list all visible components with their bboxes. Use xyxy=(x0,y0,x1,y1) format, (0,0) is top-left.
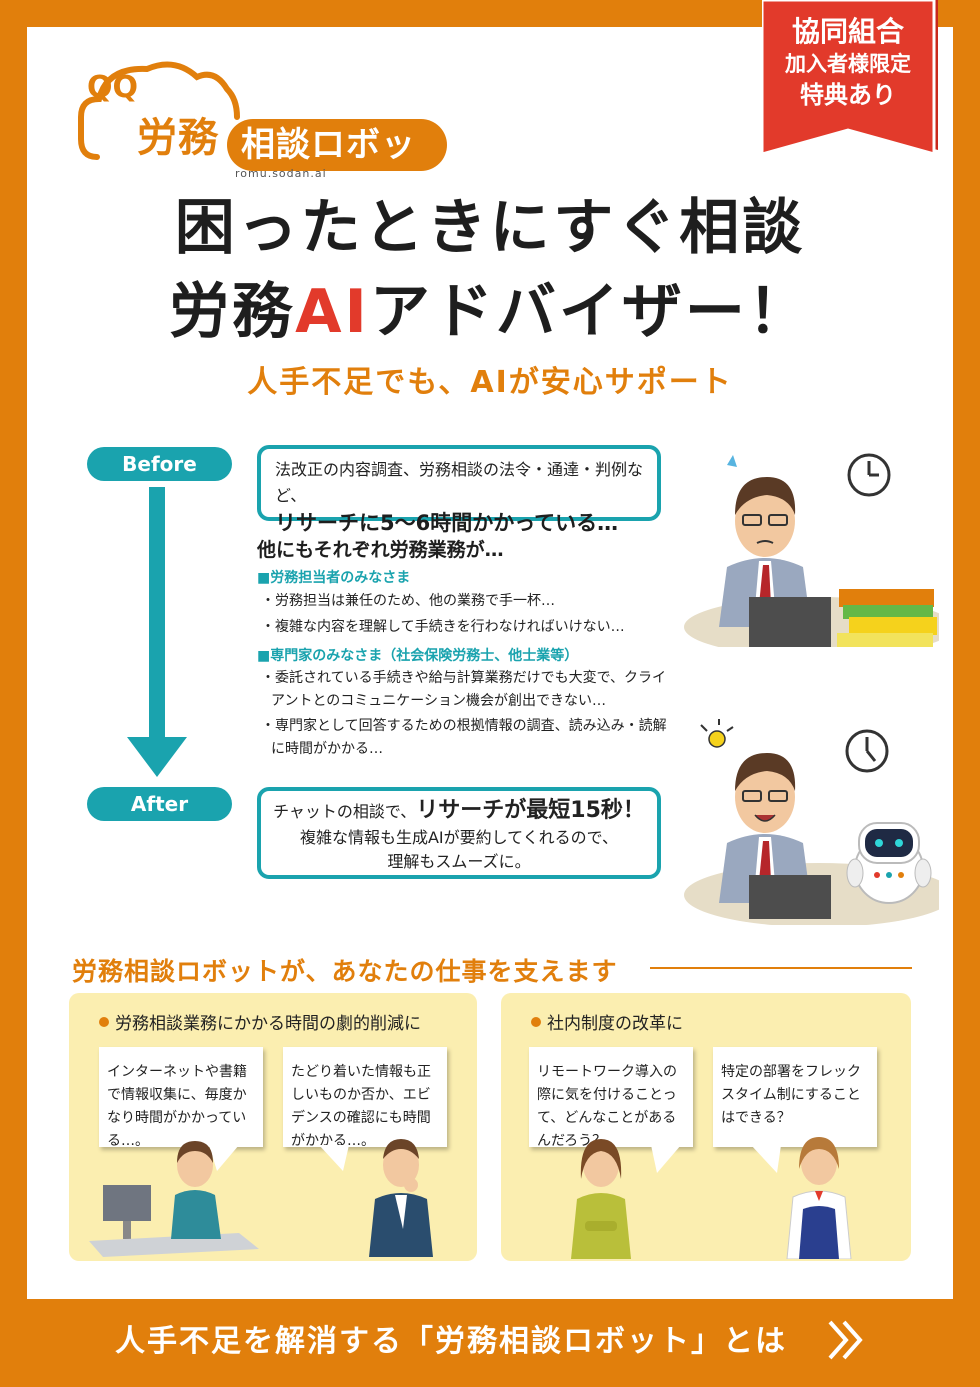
logo-domain: romu.sodan.ai xyxy=(235,167,327,180)
speech-tail xyxy=(319,1145,349,1171)
ribbon-line-2: 加入者様限定 xyxy=(785,52,911,76)
bullet-dot-icon xyxy=(531,1017,541,1027)
panel-heading-text: 社内制度の改革に xyxy=(547,1014,683,1034)
staff-illustration xyxy=(571,1137,852,1259)
headline-line-2-post: アドバイザー！ xyxy=(369,277,811,347)
after-label: After xyxy=(87,787,232,821)
panel-policy-reform: 社内制度の改革に リモートワーク導入の際に気を付けることって、どんなことがあるん… xyxy=(501,993,911,1261)
ribbon-shape xyxy=(762,0,938,156)
speech-bubble: たどり着いた情報も正しいものか否か、エビデンスの確認にも時間がかかる…。 xyxy=(283,1047,447,1149)
after-bubble: チャットの相談で、リサーチが最短15秒！ 複雑な情報も生成AIが要約してくれるの… xyxy=(257,787,661,879)
after-line-1: チャットの相談で、リサーチが最短15秒！ xyxy=(271,797,647,826)
clock-icon xyxy=(847,453,891,497)
subheadline: 人手不足でも、AIが安心サポート xyxy=(247,365,733,400)
light-bulb-icon xyxy=(700,719,734,748)
after-line-2: 複雑な情報も生成AIが要約してくれるので、 xyxy=(299,828,619,847)
logo-cloud-icon: QQ xyxy=(78,61,240,160)
svg-text:QQ: QQ xyxy=(87,70,138,105)
panel-time-reduction: 労務相談業務にかかる時間の劇的削減に インターネットや書籍で情報収集に、毎度かな… xyxy=(69,993,477,1261)
robot-icon xyxy=(846,822,932,904)
after-line-1-strong: リサーチが最短15秒！ xyxy=(416,798,645,823)
logo: QQ 労務 相談ロボット romu.sodan.ai xyxy=(67,47,447,217)
panel-heading: 労務相談業務にかかる時間の劇的削減に xyxy=(99,1009,421,1034)
before-line-1: 法改正の内容調査、労務相談の法令・通達・判例など、 xyxy=(275,460,644,505)
group-title-experts: ■専門家のみなさま（社会保険労務士、他士業等） xyxy=(257,648,579,664)
list-item: ・労務担当は兼任のため、他の業務で手一杯… xyxy=(261,593,555,609)
before-label: Before xyxy=(87,447,232,481)
bullet-dot-icon xyxy=(99,1017,109,1027)
clock-icon xyxy=(845,729,889,773)
footer-cta-text[interactable]: 人手不足を解消する「労務相談ロボット」とは xyxy=(115,1324,787,1359)
panel-heading-text: 労務相談業務にかかる時間の劇的削減に xyxy=(115,1014,421,1034)
down-arrow-icon xyxy=(127,487,187,777)
office-workers-illustration xyxy=(89,1139,433,1257)
speech-bubble: インターネットや書籍で情報収集に、毎度かなり時間がかかっている…。 xyxy=(99,1047,263,1149)
after-line-3: 理解もスムーズに。 xyxy=(387,852,531,871)
before-line-2: リサーチに5〜6時間かかっている… xyxy=(275,511,619,535)
other-tasks-title: 他にもそれぞれ労務業務が… xyxy=(257,539,504,561)
logo-word-romu: 労務 xyxy=(137,115,219,161)
headline-line-2-accent: AI xyxy=(295,277,370,347)
list-item: ・専門家として回答するための根拠情報の調査、読み込み・読解に時間がかかる… xyxy=(261,718,667,757)
list-item: ・委託されている手続きや給与計算業務だけでも大変で、クライアントとのコミュニケー… xyxy=(261,670,667,709)
logo-word-sodan-robot: 相談ロボット xyxy=(227,119,447,217)
happy-worker-robot-illustration xyxy=(684,719,939,925)
member-benefit-ribbon: 協同組合 加入者様限定 特典あり xyxy=(762,0,942,185)
ribbon-line-1: 協同組合 xyxy=(791,15,904,48)
double-chevron-right-icon[interactable] xyxy=(826,1318,866,1362)
speech-tail xyxy=(209,1145,239,1171)
other-tasks: 他にもそれぞれ労務業務が… ■労務担当者のみなさま ・労務担当は兼任のため、他の… xyxy=(257,535,677,761)
after-line-1-pre: チャットの相談で、 xyxy=(273,802,417,821)
list-item: ・複雑な内容を理解して手続きを行わなければいけない… xyxy=(261,619,625,635)
speech-tail xyxy=(751,1145,781,1173)
headline-line-2: 労務AIアドバイザー！ xyxy=(27,263,953,350)
support-section-title: 労務相談ロボットが、あなたの仕事を支えます xyxy=(72,957,618,986)
speech-bubble: 特定の部署をフレックスタイム制にすることはできる？ xyxy=(713,1047,877,1147)
worried-worker-illustration xyxy=(684,453,939,647)
group-title-staff: ■労務担当者のみなさま xyxy=(257,570,411,586)
headline-line-1: 困ったときにすぐ相談 xyxy=(174,193,806,263)
ribbon-line-3: 特典あり xyxy=(800,81,896,109)
speech-bubble: リモートワーク導入の際に気を付けることって、どんなことがあるんだろう？ xyxy=(529,1047,693,1149)
speech-tail xyxy=(651,1145,681,1173)
support-section-rule xyxy=(650,967,912,969)
panel-heading: 社内制度の改革に xyxy=(531,1009,683,1034)
before-bubble: 法改正の内容調査、労務相談の法令・通達・判例など、 リサーチに5〜6時間かかって… xyxy=(257,445,661,535)
flyer-sheet: QQ 労務 相談ロボット romu.sodan.ai 協同組合 加入者様限定 特… xyxy=(27,0,953,1299)
headline-line-2-pre: 労務 xyxy=(169,277,296,347)
